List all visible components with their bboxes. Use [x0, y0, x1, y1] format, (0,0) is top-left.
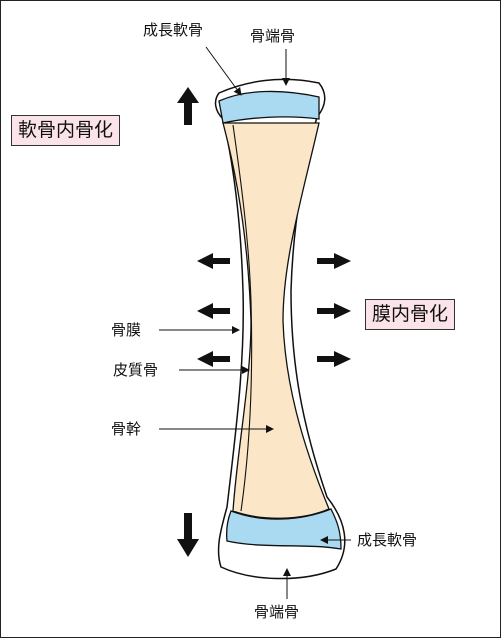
arrow-down — [177, 513, 199, 557]
label-endochondral-ossification: 軟骨内骨化 — [11, 115, 120, 146]
lateral-arrows-left — [197, 253, 230, 367]
label-diaphysis: 骨幹 — [111, 422, 141, 437]
label-epiphysis-top: 骨端骨 — [250, 29, 295, 44]
leader-growth-top — [206, 47, 241, 95]
label-intramembranous-ossification: 膜内骨化 — [365, 299, 455, 330]
arrow-up — [177, 87, 199, 125]
label-epiphysis-bottom: 骨端骨 — [254, 605, 299, 620]
label-growth-cartilage-top: 成長軟骨 — [143, 23, 203, 38]
label-periosteum: 骨膜 — [111, 323, 141, 338]
label-growth-cartilage-bottom: 成長軟骨 — [357, 533, 417, 548]
lateral-arrows-right — [317, 253, 351, 367]
label-cortical-bone: 皮質骨 — [113, 363, 158, 378]
